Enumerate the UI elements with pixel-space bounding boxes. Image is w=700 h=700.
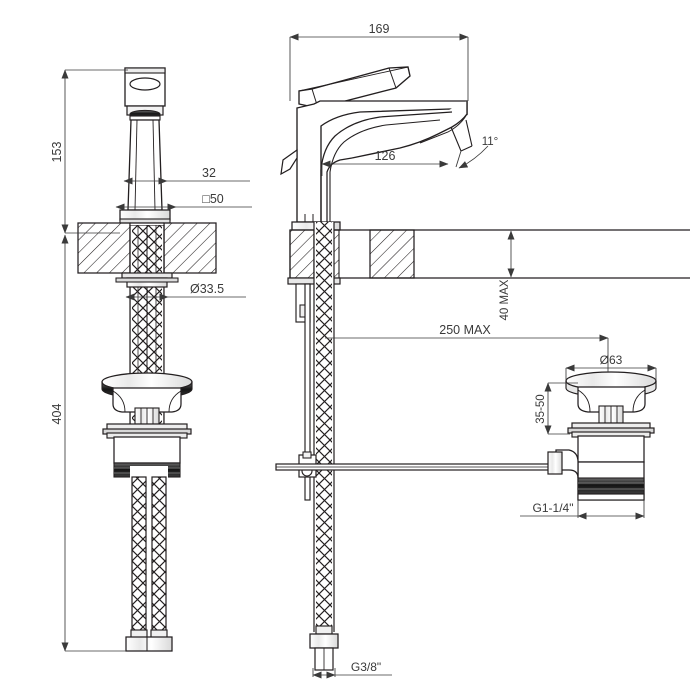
dim-g38 (312, 668, 392, 679)
dim-153 (61, 69, 128, 234)
dim-250max (325, 334, 609, 372)
dim-d63 (565, 364, 657, 380)
dim-169 (289, 33, 469, 101)
dim-text-32: 32 (202, 166, 216, 180)
dim-text-g38: G3/8" (351, 660, 381, 674)
dim-text-404: 404 (50, 404, 64, 425)
front-lock-nut (115, 272, 179, 288)
front-base-flange (119, 209, 171, 224)
side-countertop-section (289, 229, 690, 279)
side-braided-hose (314, 222, 334, 632)
dim-text-d335: Ø33.5 (190, 282, 224, 296)
dim-text-g114: G1-1/4" (533, 501, 574, 515)
side-lift-rod (298, 283, 317, 501)
dim-text-250max: 250 MAX (439, 323, 491, 337)
dim-text-d63: Ø63 (600, 353, 623, 367)
front-body-column (127, 119, 163, 211)
dim-text-169: 169 (369, 22, 390, 36)
dim-angle-11 (455, 145, 489, 169)
dim-g114 (520, 500, 645, 520)
dim-35-50 (544, 382, 578, 435)
dim-126 (321, 160, 449, 176)
front-waste-cap (101, 372, 193, 478)
dim-text-35-50: 35-50 (535, 394, 547, 423)
front-elevation-view (77, 67, 217, 652)
front-supply-hoses (130, 466, 168, 636)
dimension-annotations (61, 33, 657, 679)
dim-text-40max: 40 MAX (499, 279, 511, 320)
pivot-rod (275, 463, 557, 471)
dim-text-153: 153 (50, 142, 64, 163)
dim-text-126: 126 (375, 149, 396, 163)
dim-text-square50: □50 (202, 192, 224, 206)
dim-text-angle-11: 11° (482, 136, 499, 148)
side-elevation-view (275, 66, 690, 671)
dimension-text-group: 153 32 □50 Ø33.5 404 169 126 11° 40 MAX … (50, 22, 623, 674)
front-handle-cap (124, 67, 166, 121)
pop-up-waste-detail (547, 371, 657, 501)
side-supply-fitting (309, 625, 339, 671)
front-hose-end-fittings (125, 629, 173, 652)
dim-404 (61, 234, 126, 652)
